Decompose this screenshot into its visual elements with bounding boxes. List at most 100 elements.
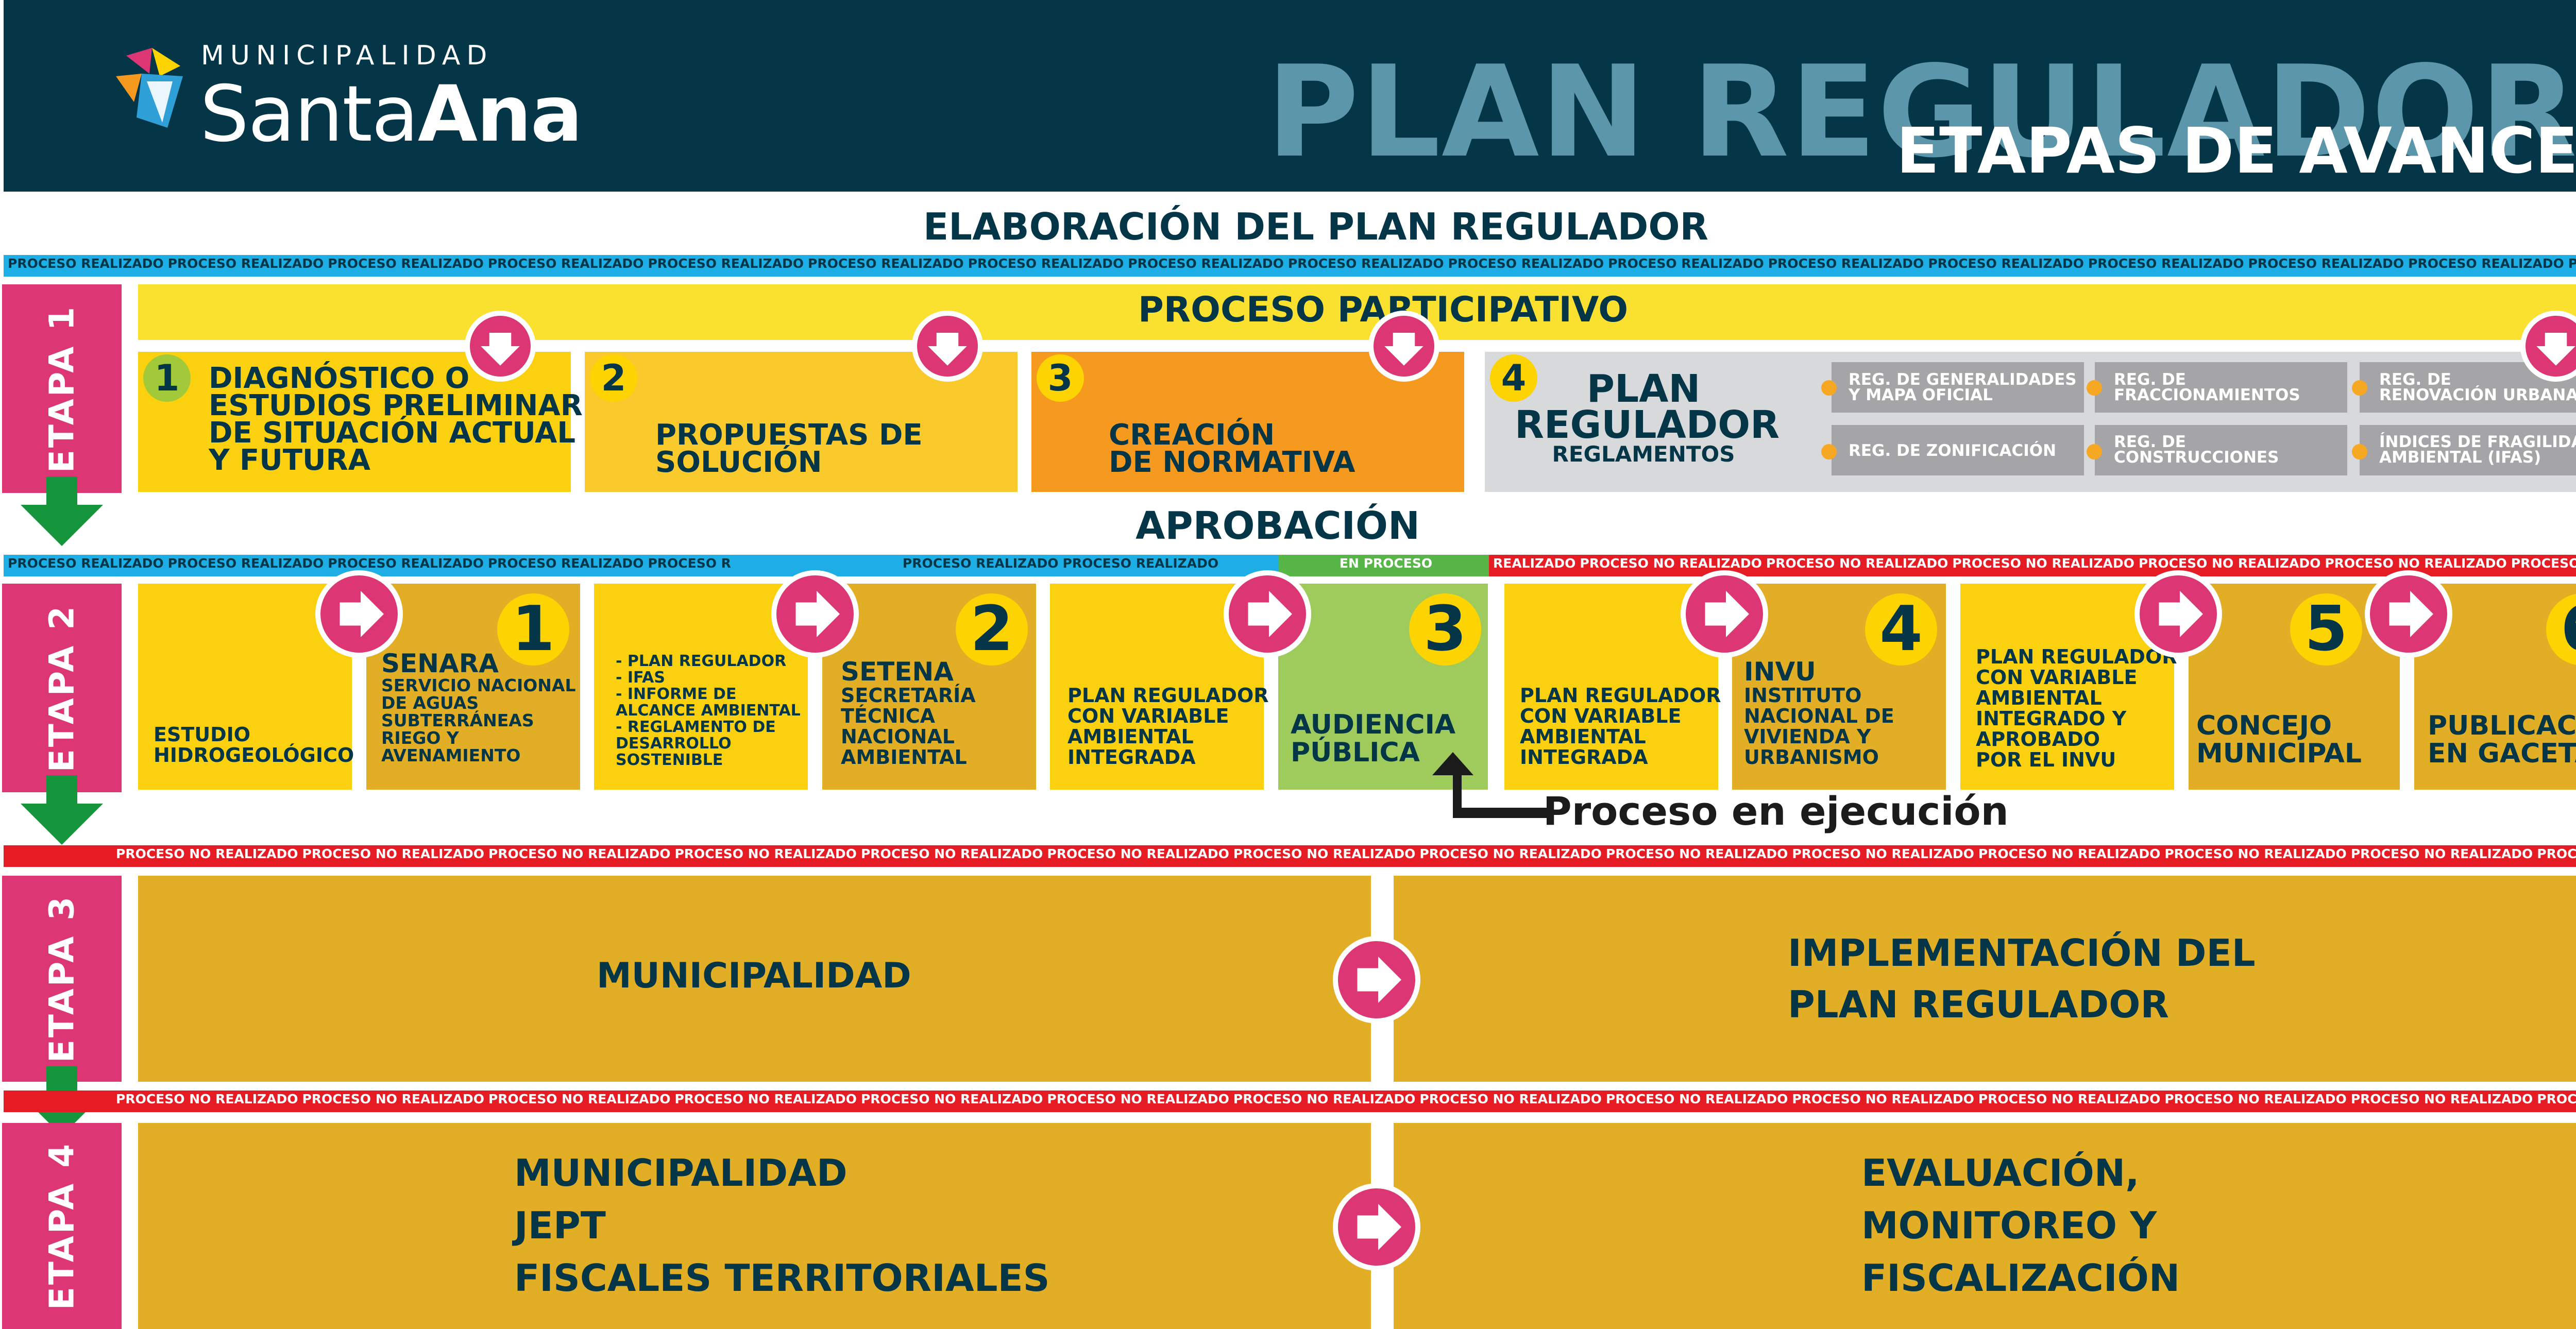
tape-label: PROCESO NO REALIZADO bbox=[674, 1092, 857, 1106]
tape-label: PROCESO REALIZADO bbox=[167, 256, 324, 271]
box-line: POR EL INVU bbox=[1976, 748, 2116, 771]
arrow-right-icon bbox=[1681, 570, 1768, 658]
tape-label: PROCESO REALIZADO bbox=[2088, 256, 2244, 271]
step-2-number: 2 bbox=[590, 354, 637, 402]
box-line: MONITOREO Y bbox=[1861, 1204, 2157, 1247]
box-line: NACIONAL DE bbox=[1744, 705, 1894, 727]
section-title-aprobacion: APROBACIÓN bbox=[1136, 504, 1420, 548]
etapa-3-municipalidad-box bbox=[138, 876, 1371, 1082]
reglamento-line: Y MAPA OFICIAL bbox=[1849, 386, 1993, 404]
etapa-3-left-text: MUNICIPALIDAD bbox=[597, 956, 911, 996]
tape-label: PROCESO NO REALIZADO bbox=[674, 846, 857, 861]
status-tape-en-proceso: EN PROCESO bbox=[1279, 555, 1489, 576]
box-line: CON VARIABLE bbox=[1976, 666, 2138, 689]
box-line: - IFAS bbox=[616, 669, 665, 687]
bullet-dot-icon bbox=[1821, 380, 1837, 396]
step-1-line: DIAGNÓSTICO O bbox=[209, 362, 470, 395]
arrow-right-icon bbox=[1333, 936, 1420, 1024]
etapa-4-text: ETAPA 4 bbox=[42, 1141, 82, 1310]
tape-label: PROCESO NO REALIZADO bbox=[1952, 556, 2134, 571]
arrow-right-icon bbox=[1333, 1183, 1420, 1271]
reglamento-line: REG. DE bbox=[2114, 433, 2186, 451]
page-subtitle: ETAPAS DE AVANCE bbox=[1896, 114, 2576, 188]
tape-label: PROCESO NO REALIZADO bbox=[488, 1092, 671, 1106]
tape-label: PROCESO REALIZADO bbox=[1768, 256, 1924, 271]
tape-label: PROCESO NO REALIZADO bbox=[2325, 556, 2507, 571]
tape-label: PROCESO R bbox=[648, 556, 731, 571]
tape-label: PROCESO NO REALIZADO bbox=[2164, 846, 2347, 861]
box-line: CON VARIABLE bbox=[1520, 705, 1682, 727]
box-line: MUNICIPALIDAD bbox=[514, 1151, 848, 1195]
box-line: ESTUDIO bbox=[154, 723, 251, 746]
senara-number: 1 bbox=[497, 593, 569, 666]
bullet-dot-icon bbox=[2352, 380, 2367, 396]
box-line: SOSTENIBLE bbox=[616, 751, 723, 769]
arrow-right-icon bbox=[1224, 570, 1311, 658]
arrow-down-icon bbox=[2520, 311, 2576, 382]
tape-label: PROCESO REALIZADO bbox=[902, 556, 1059, 571]
box-line: PÚBLICA bbox=[1291, 737, 1420, 768]
tape-label: PROCESO NO REALIZADO bbox=[2350, 1092, 2533, 1106]
tape-label: PROCESO NO REALIZADO bbox=[1233, 846, 1416, 861]
etapa-3-text: ETAPA 3 bbox=[42, 894, 82, 1063]
arrow-right-icon bbox=[2134, 570, 2222, 658]
tape-label: PROCESO NO REALIZADO bbox=[1580, 556, 1762, 571]
tape-label: PROCESO REALIZADO bbox=[1062, 556, 1219, 571]
reglamento-text: REG. DE ZONIFICACIÓN bbox=[1849, 443, 2056, 459]
tape-label: PROCESO NO REALIZADO bbox=[116, 846, 298, 861]
tape-label: PROCESO REALIZADO bbox=[808, 256, 964, 271]
step-1-line: Y FUTURA bbox=[209, 444, 370, 477]
tape-label: PROCESO NO REALIZADO bbox=[1605, 846, 1788, 861]
tape-current-text: EN PROCESO bbox=[1339, 556, 1433, 571]
step-1-line: DE SITUACIÓN ACTUAL bbox=[209, 416, 576, 450]
box-line: DESARROLLO bbox=[616, 735, 732, 753]
tape-label: PROCESO NO REALIZADO bbox=[2511, 556, 2576, 571]
tape-label: PROCESO NO REALIZADO bbox=[1419, 1092, 1602, 1106]
etapa-2-text: ETAPA 2 bbox=[42, 604, 82, 772]
reglamento-item bbox=[2095, 362, 2347, 413]
section-title-elaboracion: ELABORACIÓN DEL PLAN REGULADOR bbox=[923, 205, 1708, 248]
box-line: IMPLEMENTACIÓN DEL bbox=[1788, 931, 2256, 975]
santa-ana-logo-icon bbox=[111, 45, 188, 130]
tape-label: PROCESO REALIZADO bbox=[8, 556, 164, 571]
box-line: PUBLICACIÓN bbox=[2428, 710, 2576, 741]
box-line: AMBIENTAL bbox=[1520, 725, 1646, 748]
arrow-right-icon bbox=[2365, 570, 2452, 658]
box-line: AUDIENCIA bbox=[1291, 709, 1456, 740]
reglamento-line: ÍNDICES DE FRAGILIDAD bbox=[2379, 433, 2576, 451]
tape-label: PROCESO NO REALIZADO bbox=[1978, 846, 2161, 861]
tape-label: PROCESO REALIZADO bbox=[2568, 256, 2576, 271]
tape-label: PROCESO NO REALIZADO bbox=[860, 846, 1043, 861]
reglamento-item bbox=[1832, 425, 2084, 475]
reglamento-line: REG. DE bbox=[2114, 370, 2186, 389]
etapa-1-label-bar: ETAPA 1 bbox=[2, 284, 122, 493]
step-4-number: 4 bbox=[1490, 354, 1537, 402]
box-line: EN GACETA bbox=[2428, 738, 2576, 769]
bullet-dot-icon bbox=[2087, 444, 2102, 459]
audiencia-number: 3 bbox=[1409, 593, 1481, 666]
logo-word-ana: Ana bbox=[417, 70, 583, 159]
tape-label: PROCESO REALIZADO bbox=[2248, 256, 2404, 271]
step-1-line: ESTUDIOS PRELIMINARES bbox=[209, 389, 623, 422]
reglamento-line: FRACCIONAMIENTOS bbox=[2114, 386, 2300, 404]
page-title: PLAN REGULADOR bbox=[1266, 39, 2576, 185]
green-arrow-down-icon bbox=[18, 775, 106, 845]
arrow-down-icon bbox=[465, 311, 536, 382]
tape-label: PROCESO NO REALIZADO bbox=[1766, 556, 1948, 571]
tape-label: PROCESO NO REALIZADO bbox=[302, 1092, 484, 1106]
box-line: FISCALES TERRITORIALES bbox=[514, 1256, 1050, 1300]
tape-label: REALIZADO bbox=[1493, 556, 1576, 571]
box-line: CONCEJO bbox=[2196, 710, 2332, 741]
tape-label: PROCESO NO REALIZADO bbox=[1605, 1092, 1788, 1106]
box-line: CON VARIABLE bbox=[1067, 705, 1229, 727]
